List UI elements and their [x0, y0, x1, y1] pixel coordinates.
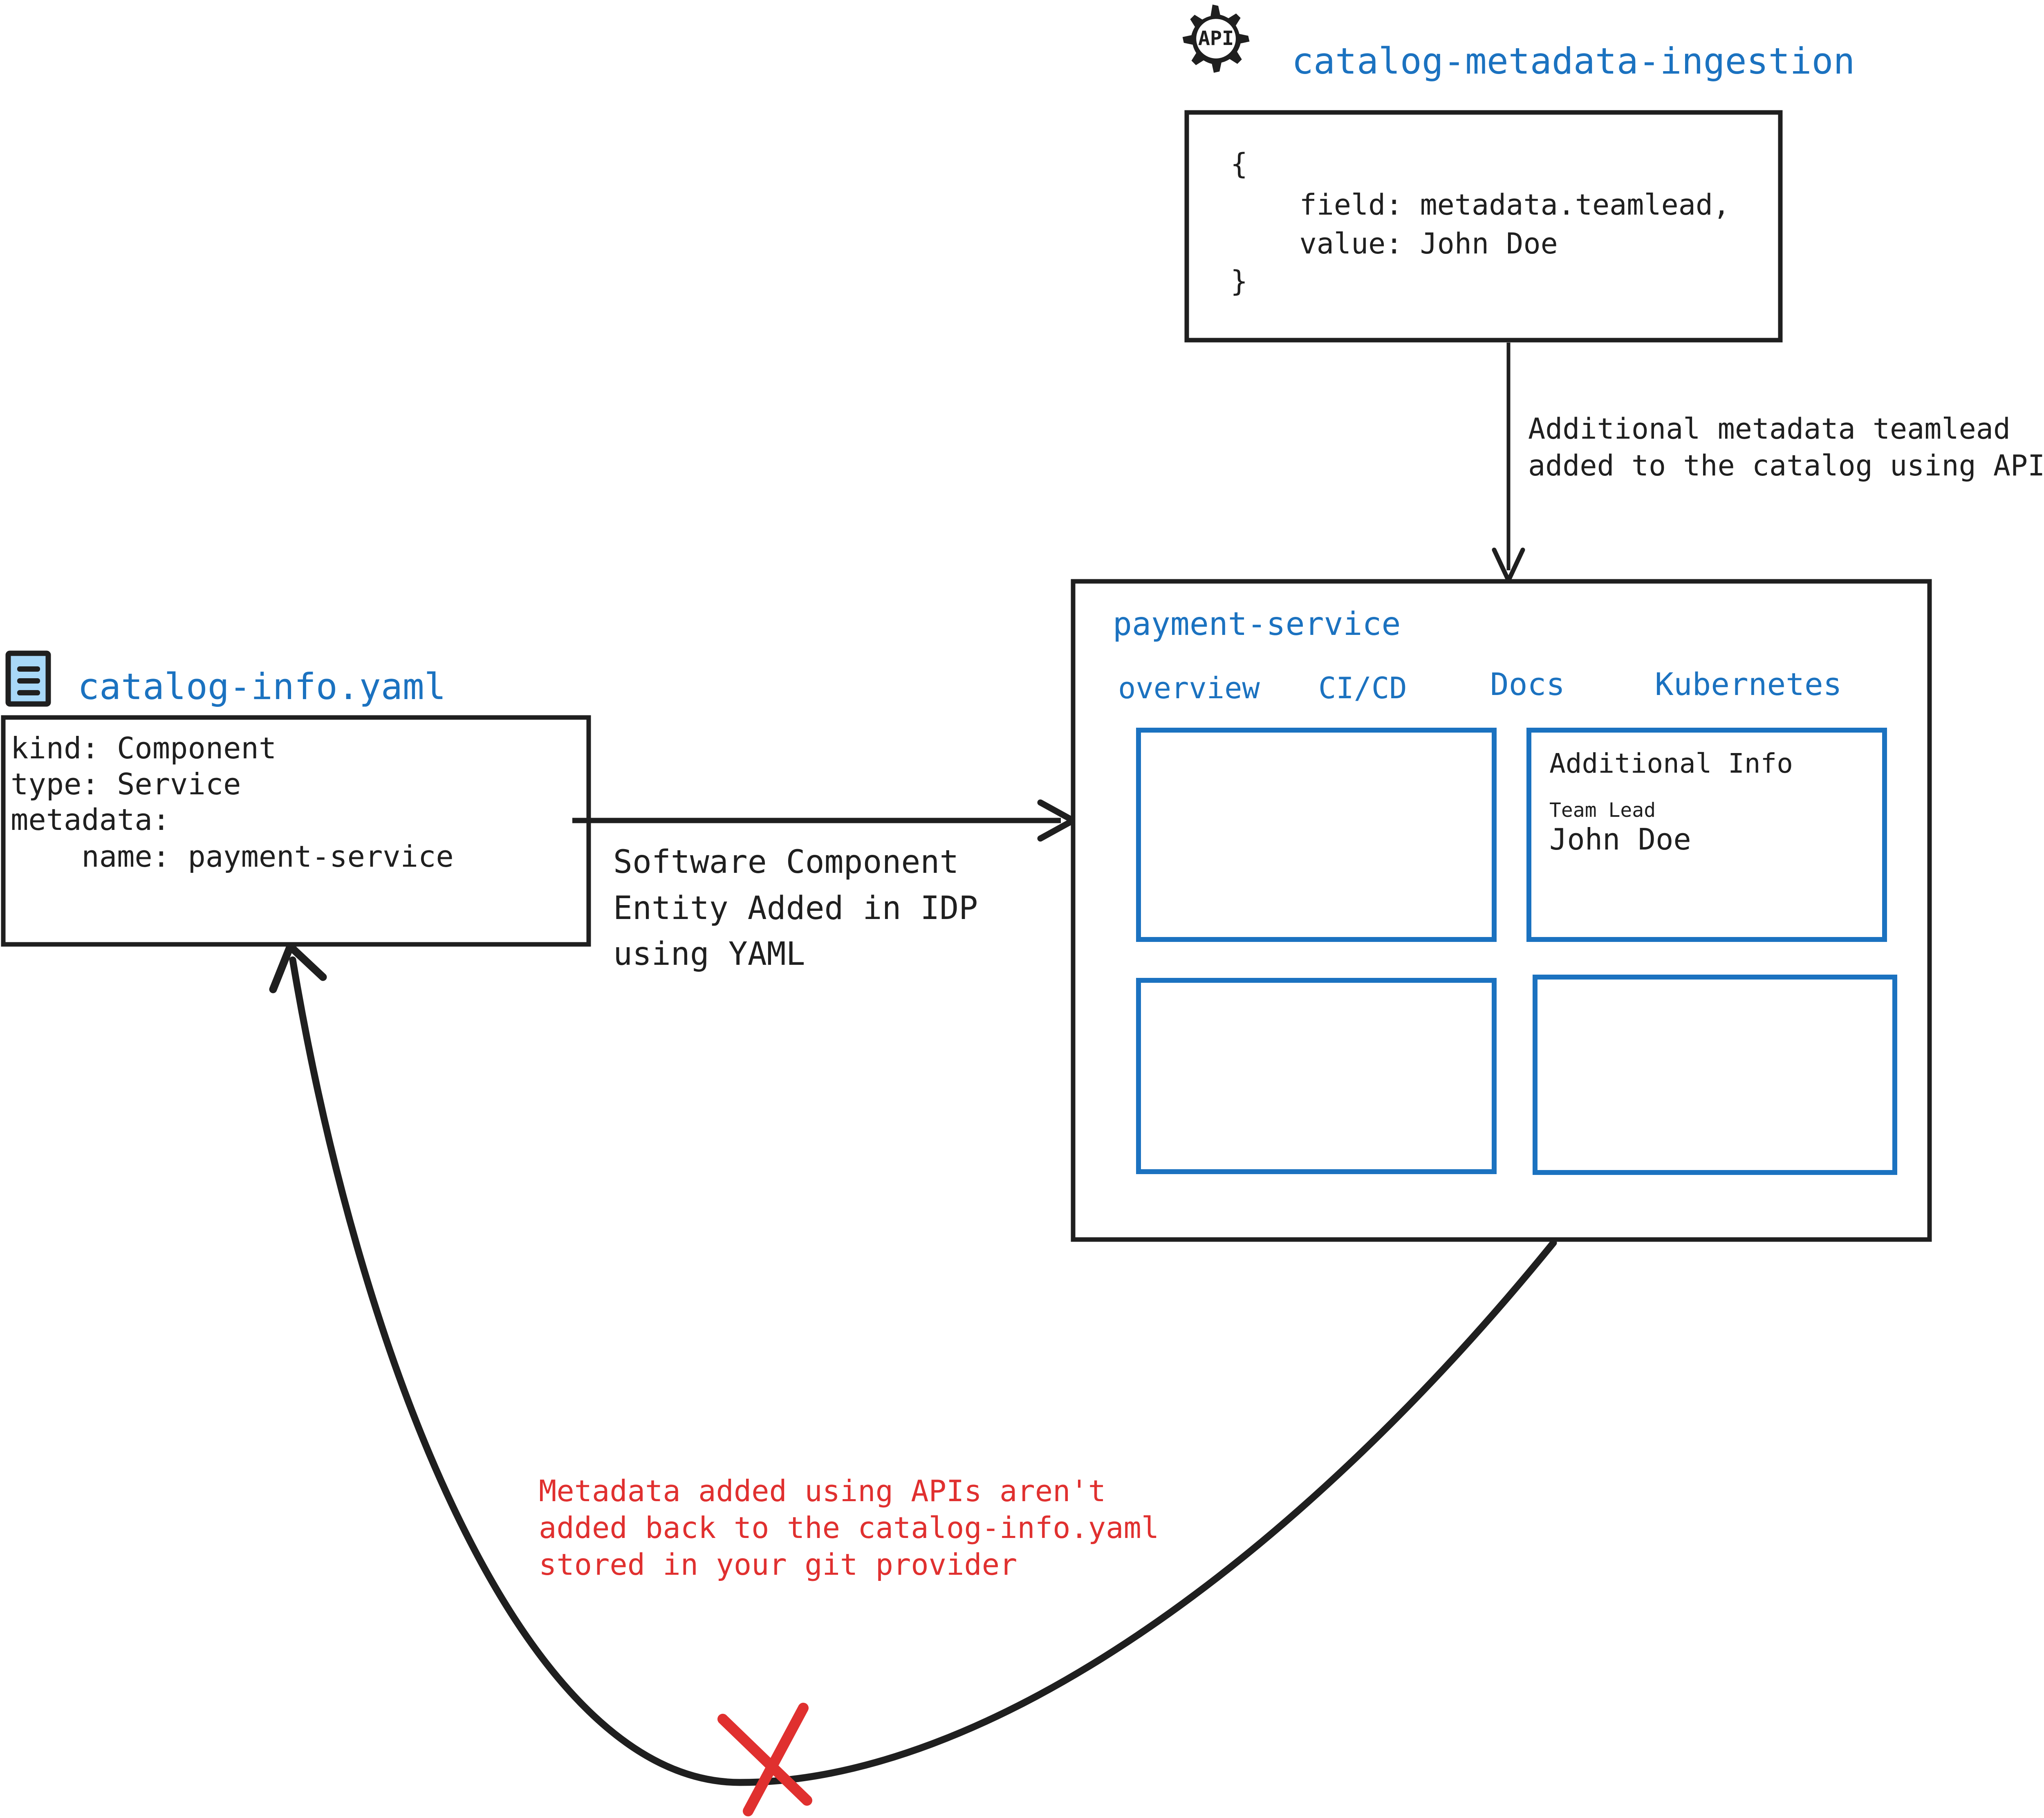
catalog-back-to-yaml-label-line-2: stored in your git provider — [539, 1547, 1017, 1582]
yaml-code-line-3: name: payment-service — [11, 839, 454, 874]
api-code-line-1: field: metadata.teamlead, — [1230, 188, 1730, 222]
card-empty-top-left[interactable] — [1136, 728, 1497, 942]
card-empty-bottom-right[interactable] — [1533, 975, 1897, 1175]
api-code-line-2: value: John Doe — [1230, 227, 1558, 260]
yaml-to-catalog-arrow: Software Component Entity Added in IDP u… — [572, 799, 1076, 973]
catalog-back-to-yaml-arrowhead — [269, 942, 327, 993]
yaml-to-catalog-label-line-2: using YAML — [613, 936, 805, 973]
tab-kubernetes[interactable]: Kubernetes — [1655, 666, 1842, 702]
card-additional-info-title: Additional Info — [1549, 748, 1793, 779]
card-additional-info[interactable]: Additional Info Team Lead John Doe — [1526, 728, 1887, 942]
catalog-back-to-yaml-curve — [289, 956, 1557, 1786]
red-x-icon — [717, 1703, 812, 1816]
api-to-catalog-label-line-0: Additional metadata teamlead — [1528, 412, 2010, 446]
api-to-catalog-label-line-1: added to the catalog using APIs — [1528, 449, 2044, 482]
card-additional-info-row-value: John Doe — [1549, 822, 1691, 856]
yaml-code-line-1: type: Service — [11, 767, 241, 801]
catalog-back-to-yaml-arrow: Metadata added using APIs aren't added b… — [269, 942, 1557, 1816]
tab-docs[interactable]: Docs — [1490, 666, 1565, 702]
tab-cicd[interactable]: CI/CD — [1318, 671, 1407, 705]
yaml-to-catalog-label-line-1: Entity Added in IDP — [613, 890, 978, 927]
yaml-node: catalog-info.yaml kind: Component type: … — [1, 650, 591, 947]
catalog-panel-title: payment-service — [1113, 606, 1401, 643]
card-empty-bottom-left[interactable] — [1136, 978, 1497, 1174]
api-code-line-0: { — [1230, 147, 1248, 181]
yaml-code-line-0: kind: Component — [11, 731, 276, 765]
api-node-title: catalog-metadata-ingestion — [1292, 40, 1855, 82]
yaml-node-title: catalog-info.yaml — [78, 666, 446, 708]
api-to-catalog-arrow: Additional metadata teamlead added to th… — [1492, 343, 2044, 583]
gear-api-icon: API — [1182, 4, 1250, 73]
catalog-back-to-yaml-label-line-1: added back to the catalog-info.yaml — [539, 1511, 1159, 1545]
catalog-back-to-yaml-label-line-0: Metadata added using APIs aren't — [539, 1474, 1106, 1508]
api-code-box — [1184, 110, 1783, 343]
tab-overview[interactable]: overview — [1118, 671, 1260, 705]
yaml-code-box — [1, 715, 591, 947]
card-additional-info-row-label: Team Lead — [1549, 799, 1656, 822]
yaml-to-catalog-label-line-0: Software Component — [613, 844, 959, 881]
yaml-file-icon — [5, 650, 51, 707]
api-node: API catalog-metadata-ingestion { field: … — [1182, 4, 1855, 343]
yaml-code-line-2: metadata: — [11, 803, 170, 837]
api-code-line-3: } — [1230, 265, 1248, 298]
catalog-panel: payment-service overview CI/CD Docs Kube… — [1071, 579, 1932, 1242]
gear-api-icon-label: API — [1198, 27, 1234, 50]
